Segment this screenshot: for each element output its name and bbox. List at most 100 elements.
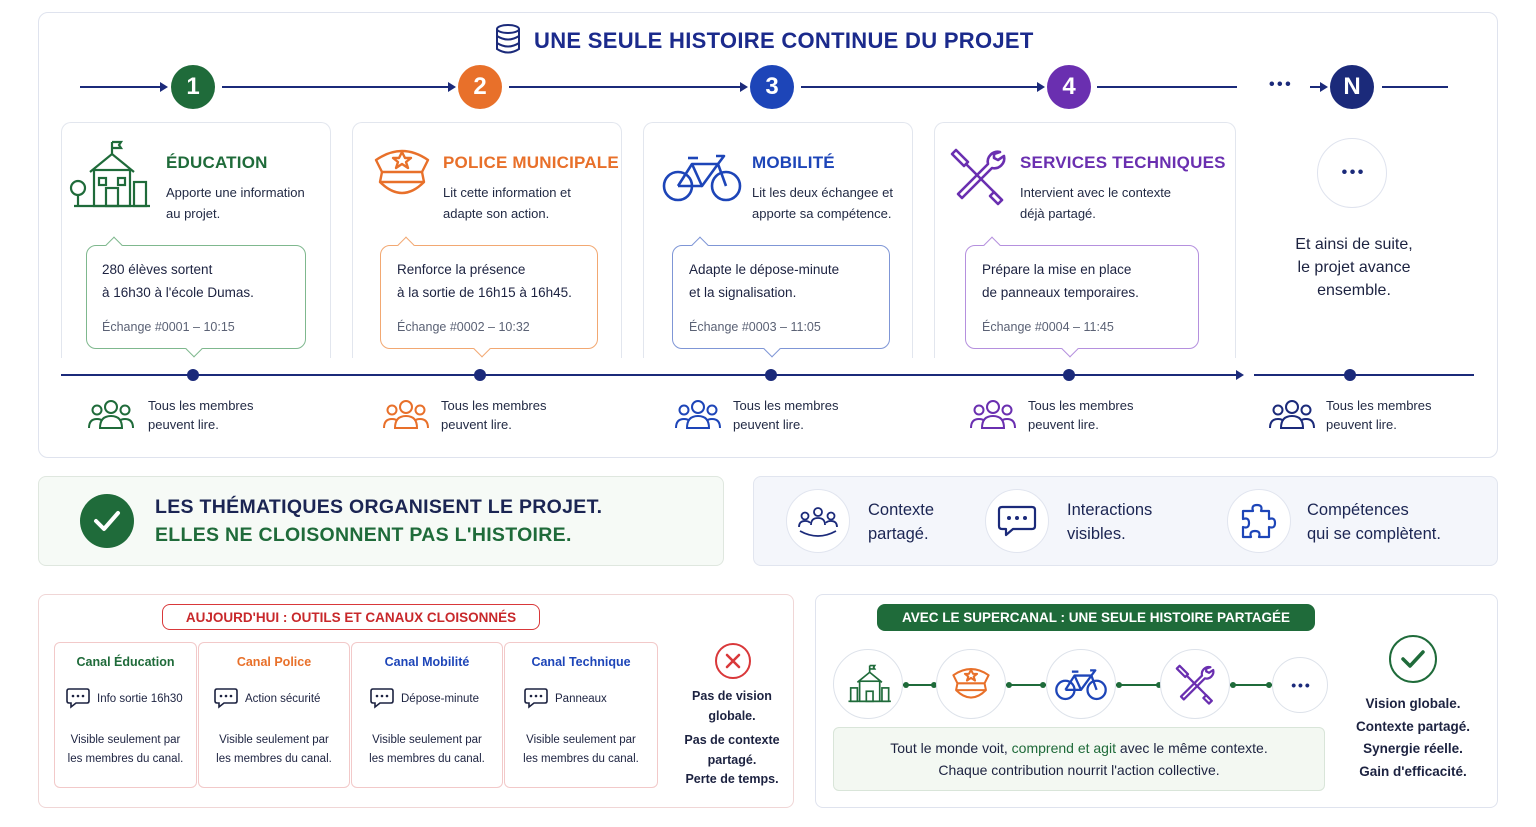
results-list: Vision globale.Contexte partagé. Synergi… <box>1355 696 1471 779</box>
timeline-connector <box>1382 86 1448 88</box>
flow-connector <box>1230 684 1272 686</box>
timeline-dot <box>1063 369 1075 381</box>
school-icon <box>69 140 150 208</box>
flow-connector <box>1006 684 1046 686</box>
timeline-axis <box>61 374 1237 376</box>
timeline-connector <box>801 86 1041 88</box>
chat-bubble-icon <box>985 489 1049 553</box>
check-icon <box>1389 635 1437 683</box>
timeline-connector <box>1097 86 1237 88</box>
message-reference: Échange #0001 – 10:15 <box>102 320 235 334</box>
flow-dot <box>1006 682 1012 688</box>
banner-headline: LES THÉMATIQUES ORGANISENT LE PROJET. <box>155 496 603 518</box>
canal-message: Info sortie 16h30 <box>97 693 183 705</box>
step-4-badge: 4 <box>1047 65 1091 109</box>
canal-title: Canal Éducation <box>76 655 175 669</box>
flow-dot <box>1230 682 1236 688</box>
timeline-dot <box>1344 369 1356 381</box>
shared-context-text: Tout le monde voit, comprend et agit ave… <box>890 740 1268 778</box>
arrow-right-icon <box>1037 82 1045 92</box>
database-icon <box>496 24 520 54</box>
arrow-right-icon <box>448 82 456 92</box>
flow-dot <box>931 682 937 688</box>
members-icon <box>1269 400 1315 429</box>
message-reference: Échange #0003 – 11:05 <box>689 320 821 334</box>
canal-message: Panneaux <box>555 693 607 705</box>
arrow-right-icon <box>1320 82 1328 92</box>
timeline-dot <box>474 369 486 381</box>
flow-dot <box>903 682 909 688</box>
canal-title: Canal Technique <box>531 655 631 669</box>
chat-icon <box>66 688 90 709</box>
siloed-title: AUJOURD'HUI : OUTILS ET CANAUX CLOISONNÉ… <box>162 604 540 630</box>
themes-banner <box>38 476 724 566</box>
flow-dot <box>1040 682 1046 688</box>
banner-subheadline: ELLES NE CLOISONNENT PAS L'HISTOIRE. <box>155 524 572 546</box>
canal-card-mobilite <box>351 642 503 788</box>
bicycle-icon <box>662 154 742 202</box>
step-title: SERVICES TECHNIQUES <box>1020 153 1226 172</box>
close-icon <box>715 643 751 679</box>
message-bubble <box>965 245 1199 349</box>
chat-icon <box>214 688 238 709</box>
police-cap-icon <box>374 149 430 195</box>
ellipsis-dots: • • • <box>1269 76 1291 93</box>
step-title: POLICE MUNICIPALE <box>443 153 619 172</box>
check-icon <box>80 494 134 548</box>
canal-message: Dépose-minute <box>401 693 479 705</box>
step-title: MOBILITÉ <box>752 153 835 172</box>
members-icon <box>383 400 429 429</box>
step-title: ÉDUCATION <box>166 153 268 172</box>
flow-node-education <box>833 649 903 719</box>
flow-node-technique <box>1160 649 1230 719</box>
timeline-connector <box>222 86 452 88</box>
timeline-dot <box>765 369 777 381</box>
step-2-badge: 2 <box>458 65 502 109</box>
timeline-axis <box>1254 374 1474 376</box>
canal-title: Canal Mobilité <box>384 655 470 669</box>
canal-message: Action sécurité <box>245 693 321 705</box>
flow-node-police <box>936 649 1006 719</box>
shared-context-box <box>833 727 1325 791</box>
message-reference: Échange #0004 – 11:45 <box>982 320 1114 334</box>
tools-icon <box>950 148 1006 206</box>
step-1-badge: 1 <box>171 65 215 109</box>
canal-card-technique <box>504 642 658 788</box>
timeline-dot <box>187 369 199 381</box>
flow-dot <box>1116 682 1122 688</box>
members-icon <box>970 400 1016 429</box>
chat-icon <box>370 688 394 709</box>
flow-connector <box>1116 684 1162 686</box>
supercanal-title: AVEC LE SUPERCANAL : UNE SEULE HISTOIRE … <box>877 604 1315 631</box>
flow-node-mobilite <box>1046 649 1116 719</box>
benefits-panel <box>753 476 1498 566</box>
people-circle-icon <box>786 489 850 553</box>
timeline-connector <box>1310 86 1325 88</box>
message-reference: Échange #0002 – 10:32 <box>397 320 530 334</box>
timeline-connector <box>80 86 165 88</box>
step-n-badge: N <box>1330 65 1374 109</box>
timeline-connector <box>509 86 744 88</box>
step-3-badge: 3 <box>750 65 794 109</box>
members-icon <box>88 400 134 429</box>
flow-dot <box>1266 682 1272 688</box>
arrow-right-icon <box>740 82 748 92</box>
